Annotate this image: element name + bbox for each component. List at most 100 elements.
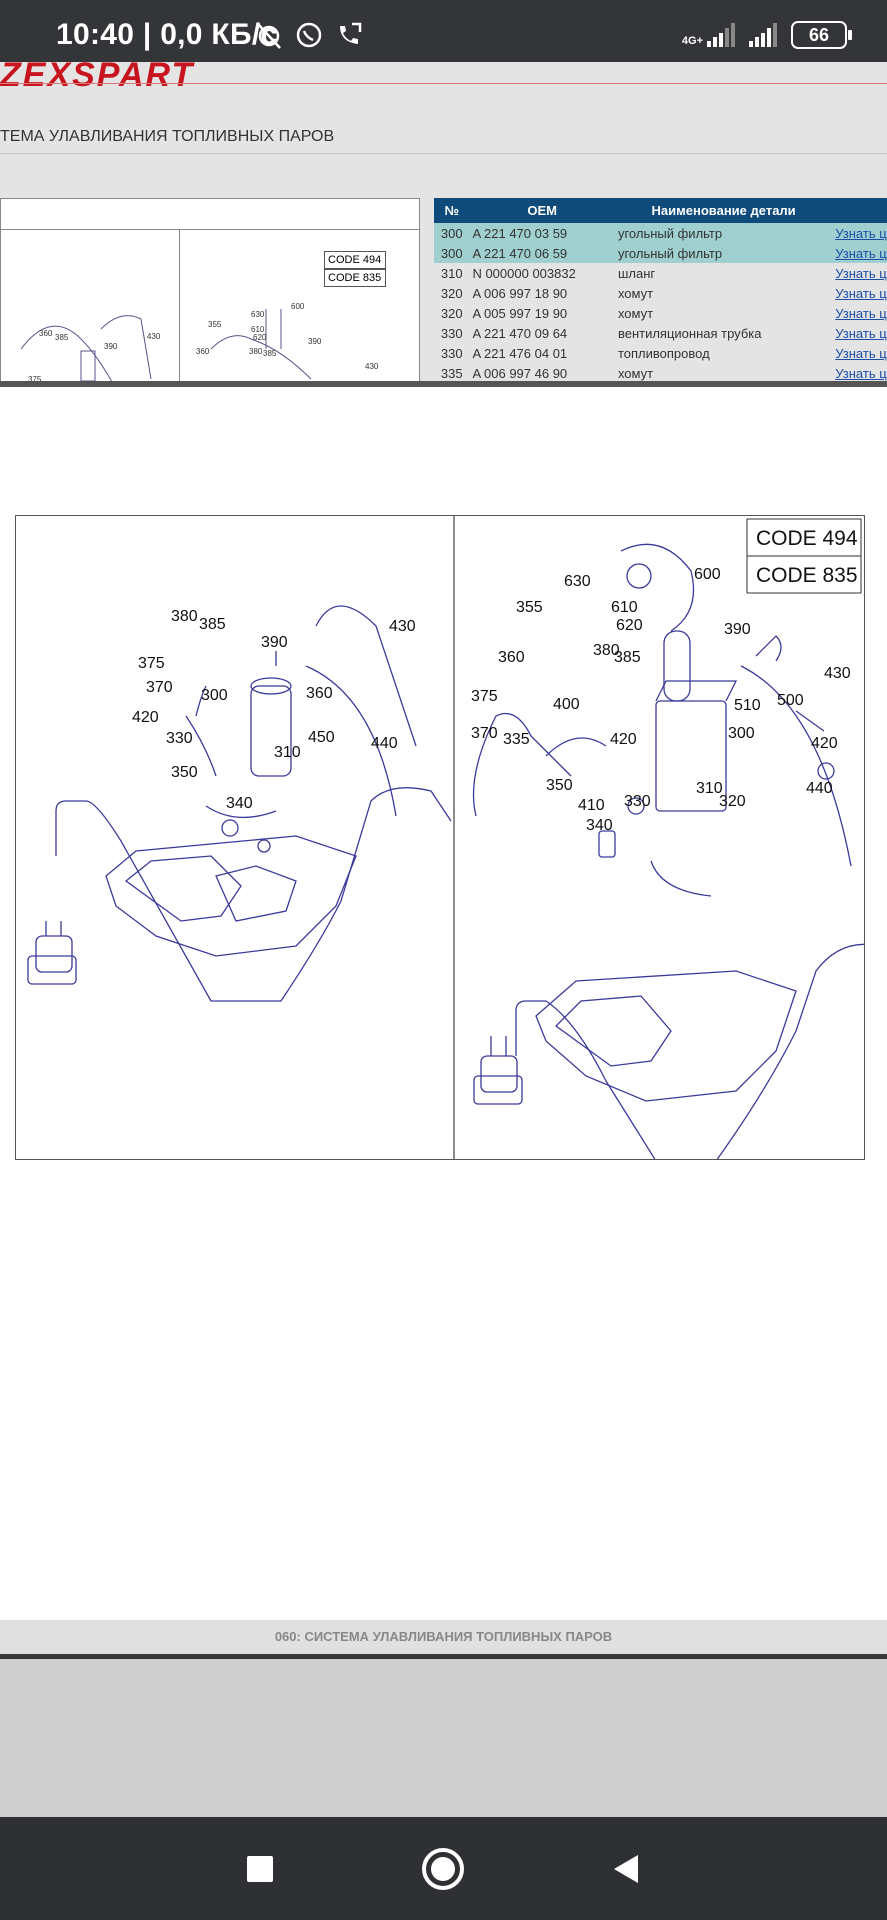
overlay-shadow xyxy=(0,381,887,387)
callout-label-right: 400 xyxy=(553,696,580,713)
price-link-text[interactable]: Узнать ц xyxy=(835,225,887,241)
status-bar: 10:40 | 0,0 КБ/с 4G+ 66 xyxy=(0,0,887,62)
page-header-area: ZEXSPART ТЕМА УЛАВЛИВАНИЯ ТОПЛИВНЫХ ПАРО… xyxy=(0,62,887,387)
section-title: ТЕМА УЛАВЛИВАНИЯ ТОПЛИВНЫХ ПАРОВ xyxy=(0,128,335,145)
brand-divider xyxy=(0,83,887,84)
svg-text:620: 620 xyxy=(253,333,267,342)
callout-label-right: 440 xyxy=(806,780,833,797)
price-link[interactable]: Узнать ц xyxy=(832,243,887,263)
home-button[interactable] xyxy=(411,1837,475,1901)
price-link-text[interactable]: Узнать ц xyxy=(835,345,887,361)
part-name: шланг xyxy=(617,265,656,281)
price-link[interactable]: Узнать ц xyxy=(832,323,887,343)
price-link-text[interactable]: Узнать ц xyxy=(835,365,887,381)
callout-label-left: 385 xyxy=(199,616,226,633)
callout-label-right: 370 xyxy=(471,725,498,742)
callout-label-left: 300 xyxy=(201,687,228,704)
price-link[interactable]: Узнать ц xyxy=(832,303,887,323)
part-oem: A 221 470 03 59 xyxy=(469,223,615,243)
price-link-text[interactable]: Узнать ц xyxy=(835,285,887,301)
thumb-code-494: CODE 494 xyxy=(324,251,386,269)
alarm-off-icon xyxy=(257,23,281,49)
svg-text:360: 360 xyxy=(196,347,210,356)
part-oem: A 006 997 46 90 xyxy=(472,365,568,381)
part-number: 310 xyxy=(440,265,463,281)
call-forward-icon xyxy=(340,22,362,44)
svg-text:430: 430 xyxy=(365,362,379,371)
price-link[interactable]: Узнать ц xyxy=(832,223,887,243)
callout-label-right: 380 xyxy=(593,642,620,659)
callout-label-right: 390 xyxy=(724,621,751,638)
price-link[interactable]: Узнать ц xyxy=(832,343,887,363)
price-link[interactable]: Узнать ц xyxy=(832,263,887,283)
callout-label-right: 335 xyxy=(503,731,530,748)
callout-label-left: 350 xyxy=(171,764,198,781)
svg-text:375: 375 xyxy=(28,375,42,384)
callout-label-right: 355 xyxy=(516,599,543,616)
parts-diagram[interactable]: CODE 494 CODE 835 xyxy=(15,515,887,1162)
price-link[interactable]: Узнать ц xyxy=(832,283,887,303)
status-icons-right: 4G+ 66 xyxy=(681,18,852,52)
callout-label-right: 630 xyxy=(564,573,591,590)
svg-text:360: 360 xyxy=(39,329,53,338)
part-name: хомут xyxy=(617,365,654,381)
price-link-text[interactable]: Узнать ц xyxy=(835,265,887,281)
diagram-code-494: CODE 494 xyxy=(756,527,858,550)
price-link-text[interactable]: Узнать ц xyxy=(835,325,887,341)
svg-text:600: 600 xyxy=(291,302,305,311)
callout-label-right: 430 xyxy=(824,665,851,682)
signal-icon xyxy=(707,23,735,47)
callout-label-left: 340 xyxy=(226,795,253,812)
svg-text:385: 385 xyxy=(55,333,69,342)
svg-text:385: 385 xyxy=(263,349,277,358)
network-type-label: 4G+ xyxy=(681,35,703,47)
triangle-back-icon xyxy=(614,1855,638,1883)
part-oem: A 005 997 19 90 xyxy=(472,305,568,321)
callout-label-right: 620 xyxy=(616,617,643,634)
diagram-drawing: CODE 494 CODE 835 xyxy=(27,516,887,1162)
svg-text:430: 430 xyxy=(147,332,161,341)
callout-label-left: 310 xyxy=(274,744,301,761)
price-link-text[interactable]: Узнать ц xyxy=(835,245,887,261)
status-icons-left xyxy=(254,18,364,52)
recents-button[interactable] xyxy=(228,1837,292,1901)
square-icon xyxy=(247,1856,273,1882)
footer-divider xyxy=(0,1654,887,1659)
price-link-text[interactable]: Узнать ц xyxy=(835,305,887,321)
svg-text:390: 390 xyxy=(104,342,118,351)
col-name: Наименование детали xyxy=(614,198,833,223)
callout-label-right: 350 xyxy=(546,777,573,794)
part-name: вентиляционная трубка xyxy=(617,325,762,341)
callout-label-right: 600 xyxy=(694,566,721,583)
thumb-code-835: CODE 835 xyxy=(324,269,386,287)
part-name: хомут xyxy=(617,305,654,321)
callout-label-right: 510 xyxy=(734,697,761,714)
callout-label-right: 340 xyxy=(586,817,613,834)
brand-logo[interactable]: ZEXSPART xyxy=(0,62,195,94)
whatsapp-icon xyxy=(296,22,322,48)
col-price xyxy=(832,198,887,223)
callout-label-right: 420 xyxy=(811,735,838,752)
price-link[interactable]: Узнать ц xyxy=(832,363,887,383)
callout-label-left: 420 xyxy=(132,709,159,726)
callout-label-right: 330 xyxy=(624,793,651,810)
callout-label-left: 380 xyxy=(171,608,198,625)
part-oem: A 221 470 09 64 xyxy=(472,325,568,341)
back-button[interactable] xyxy=(594,1837,658,1901)
part-number: 300 xyxy=(434,243,470,263)
diagram-code-835: CODE 835 xyxy=(756,564,858,587)
table-header-row: № OEM Наименование детали xyxy=(434,198,887,223)
signal-2-icon xyxy=(749,23,777,47)
part-number: 320 xyxy=(440,285,463,301)
col-oem: OEM xyxy=(469,198,615,223)
